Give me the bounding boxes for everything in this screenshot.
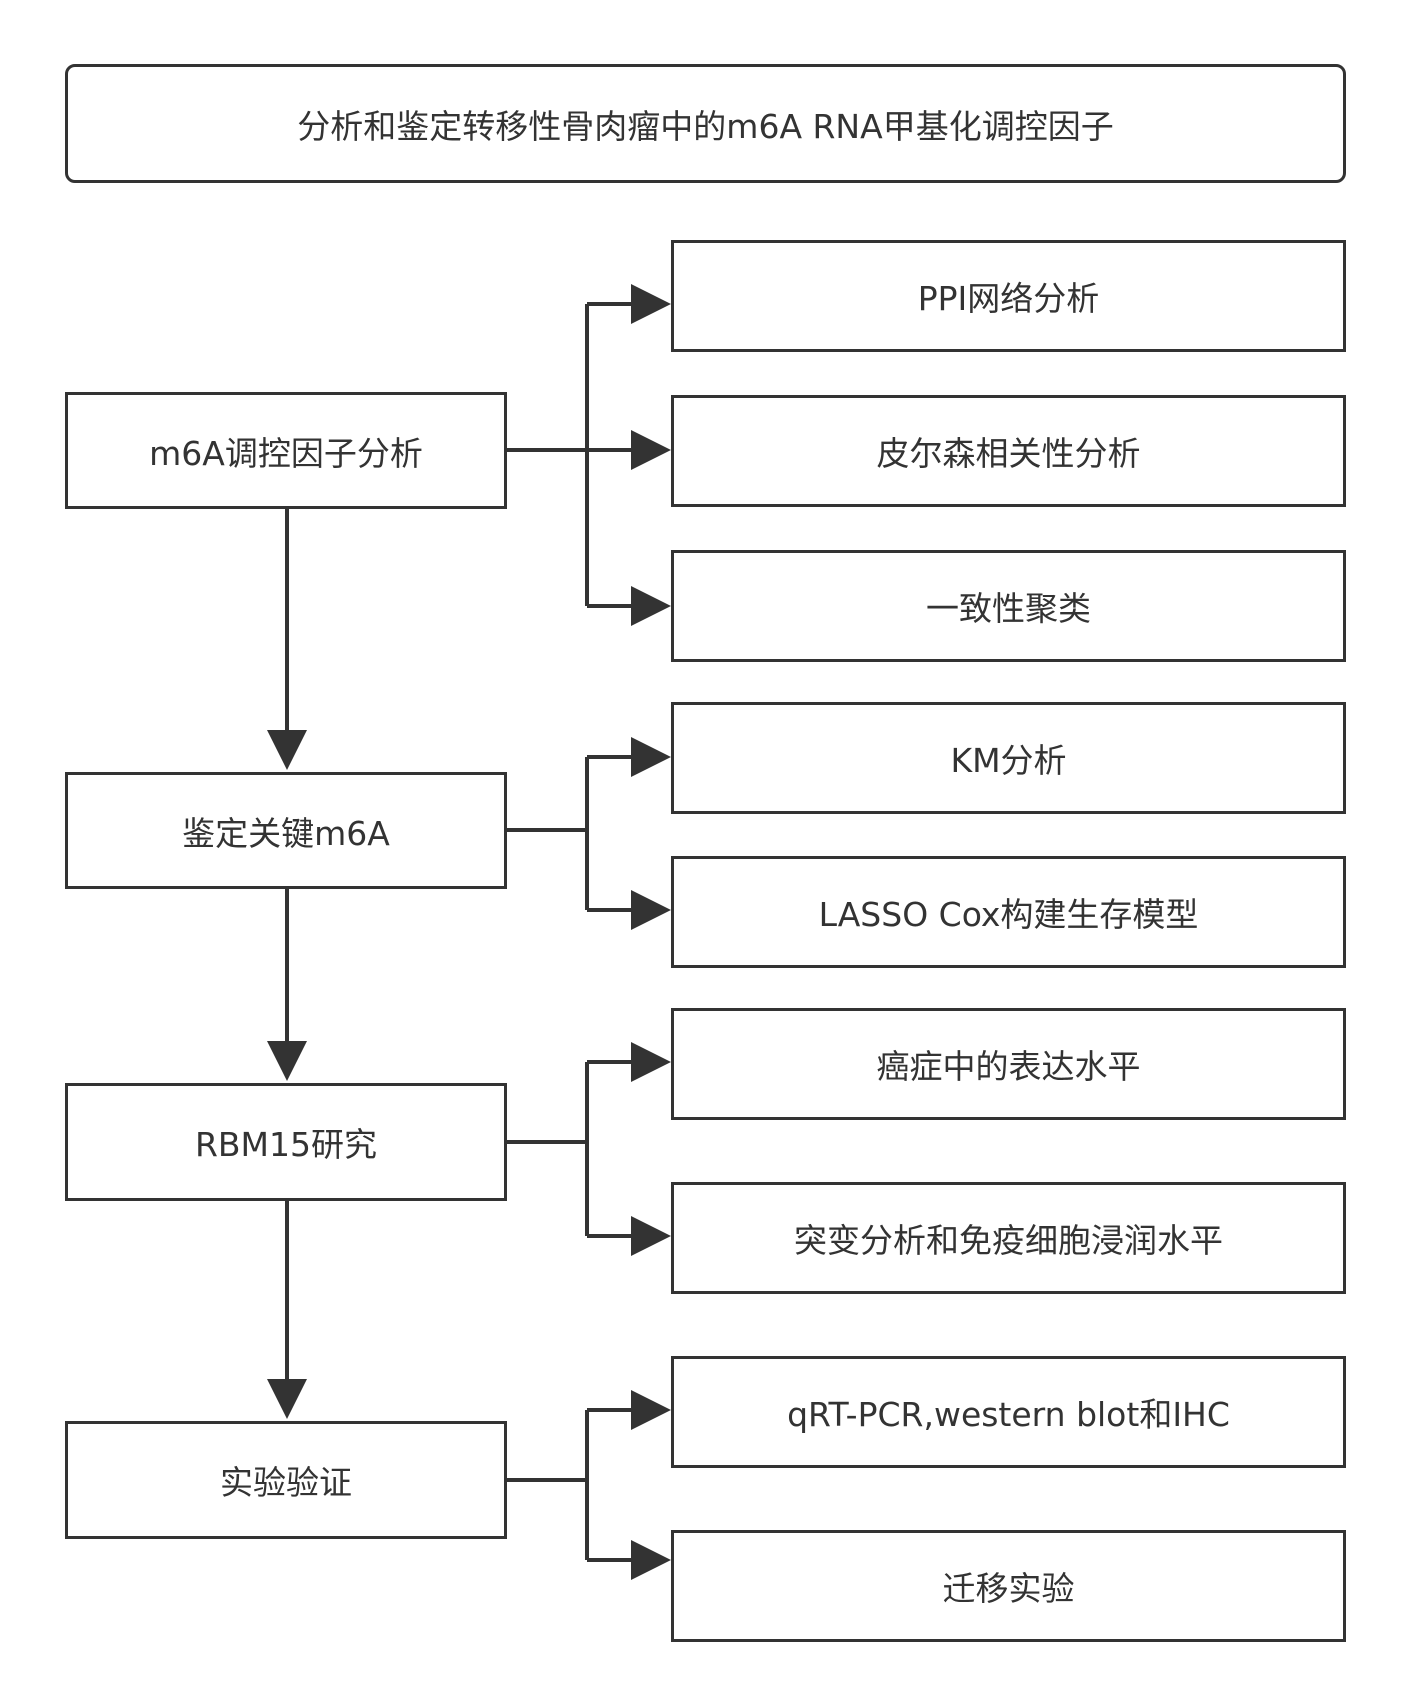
branch-box: 皮尔森相关性分析 [671,395,1346,507]
branch-label: 癌症中的表达水平 [876,1047,1141,1086]
diagram-title: 分析和鉴定转移性骨肉瘤中的m6A RNA甲基化调控因子 [297,106,1114,146]
step-box: 实验验证 [65,1421,507,1539]
branch-label: 迁移实验 [942,1569,1075,1608]
step-box: m6A调控因子分析 [65,392,507,509]
diagram-title-box: 分析和鉴定转移性骨肉瘤中的m6A RNA甲基化调控因子 [65,64,1346,183]
branch-box: PPI网络分析 [671,240,1346,352]
branch-box: 一致性聚类 [671,550,1346,662]
branch-box: 癌症中的表达水平 [671,1008,1346,1120]
branch-label: KM分析 [950,741,1067,780]
step-box: 鉴定关键m6A [65,772,507,889]
branch-label: PPI网络分析 [917,279,1100,318]
branch-box: LASSO Cox构建生存模型 [671,856,1346,968]
step-box: RBM15研究 [65,1083,507,1201]
step-label: m6A调控因子分析 [149,433,423,473]
branch-box: 迁移实验 [671,1530,1346,1642]
branch-box: KM分析 [671,702,1346,814]
branch-box: qRT-PCR,western blot和IHC [671,1356,1346,1468]
branch-box: 突变分析和免疫细胞浸润水平 [671,1182,1346,1294]
branch-label: 一致性聚类 [926,589,1091,628]
branch-label: 皮尔森相关性分析 [876,434,1141,473]
step-label: 鉴定关键m6A [182,813,390,853]
branch-label: qRT-PCR,western blot和IHC [787,1395,1230,1434]
step-label: RBM15研究 [194,1125,378,1164]
branch-label: 突变分析和免疫细胞浸润水平 [794,1221,1223,1260]
branch-label: LASSO Cox构建生存模型 [818,895,1199,934]
step-label: 实验验证 [220,1463,352,1502]
